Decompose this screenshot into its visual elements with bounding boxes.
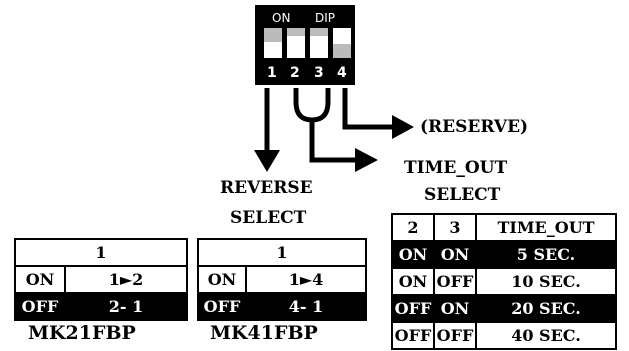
- mk21-reverse-table: 1 ON 1►2 OFF 2- 1: [14, 238, 188, 321]
- dip-on-label: ON: [272, 11, 290, 25]
- timeout-header-2: 2: [391, 213, 435, 242]
- timeout-header-3: 3: [433, 213, 477, 242]
- timeout-row: ON ON 5 SEC.: [391, 240, 617, 269]
- timeout-row: OFF OFF 40 SEC.: [391, 321, 617, 350]
- dip-number-4: 4: [337, 65, 347, 81]
- timeout-header-time: TIME_OUT: [475, 213, 617, 242]
- dip-switch-3: [310, 28, 328, 58]
- mk41-header: 1: [197, 238, 367, 267]
- timeout-row: OFF ON 20 SEC.: [391, 294, 617, 323]
- mk21-model-label: MK21FBP: [28, 322, 136, 344]
- mk41-reverse-table: 1 ON 1►4 OFF 4- 1: [197, 238, 367, 321]
- dip-switch-2: [287, 28, 305, 58]
- mk21-row-off-value: 2- 1: [64, 292, 188, 321]
- arrow-switch-4: [342, 88, 414, 139]
- reverse-label-line2: SELECT: [230, 208, 307, 228]
- reserve-label: (RESERVE): [420, 117, 529, 137]
- dip-number-3: 3: [314, 65, 324, 81]
- timeout-row-2-s2: ON: [391, 267, 435, 296]
- dip-number-2: 2: [290, 65, 300, 81]
- mk41-model-label: MK41FBP: [210, 322, 318, 344]
- mk41-row-off-state: OFF: [197, 292, 247, 321]
- dip-switch-1: [264, 28, 282, 58]
- timeout-row-2-time: 10 SEC.: [475, 267, 617, 296]
- timeout-row-3-time: 20 SEC.: [475, 294, 617, 323]
- mk41-row-on-value: 1►4: [245, 265, 367, 294]
- timeout-row-1-s3: ON: [433, 240, 477, 269]
- dip-number-1: 1: [267, 65, 277, 81]
- timeout-row-3-s2: OFF: [391, 294, 435, 323]
- reverse-label-line1: REVERSE: [220, 178, 313, 198]
- timeout-label-line2: SELECT: [424, 185, 501, 205]
- timeout-row-1-time: 5 SEC.: [475, 240, 617, 269]
- mk21-row-off-state: OFF: [14, 292, 66, 321]
- arrow-switch-2-3: [293, 88, 378, 172]
- mk21-row-on-value: 1►2: [64, 265, 188, 294]
- dip-switch-4: [333, 28, 351, 58]
- timeout-row-2-s3: OFF: [433, 267, 477, 296]
- timeout-row-4-s3: OFF: [433, 321, 477, 350]
- mk41-row-on-state: ON: [197, 265, 247, 294]
- timeout-row-4-time: 40 SEC.: [475, 321, 617, 350]
- mk41-row-off-value: 4- 1: [245, 292, 367, 321]
- mk21-row-on-state: ON: [14, 265, 66, 294]
- timeout-row-3-s3: ON: [433, 294, 477, 323]
- timeout-row-4-s2: OFF: [391, 321, 435, 350]
- timeout-table: 2 3 TIME_OUT ON ON 5 SEC. ON OFF 10 SEC.…: [391, 213, 617, 350]
- timeout-row-1-s2: ON: [391, 240, 435, 269]
- timeout-row: ON OFF 10 SEC.: [391, 267, 617, 296]
- timeout-label-line1: TIME_OUT: [404, 158, 508, 178]
- dip-label: DIP: [315, 11, 335, 25]
- arrow-switch-1: [254, 88, 280, 172]
- mk21-header: 1: [14, 238, 188, 267]
